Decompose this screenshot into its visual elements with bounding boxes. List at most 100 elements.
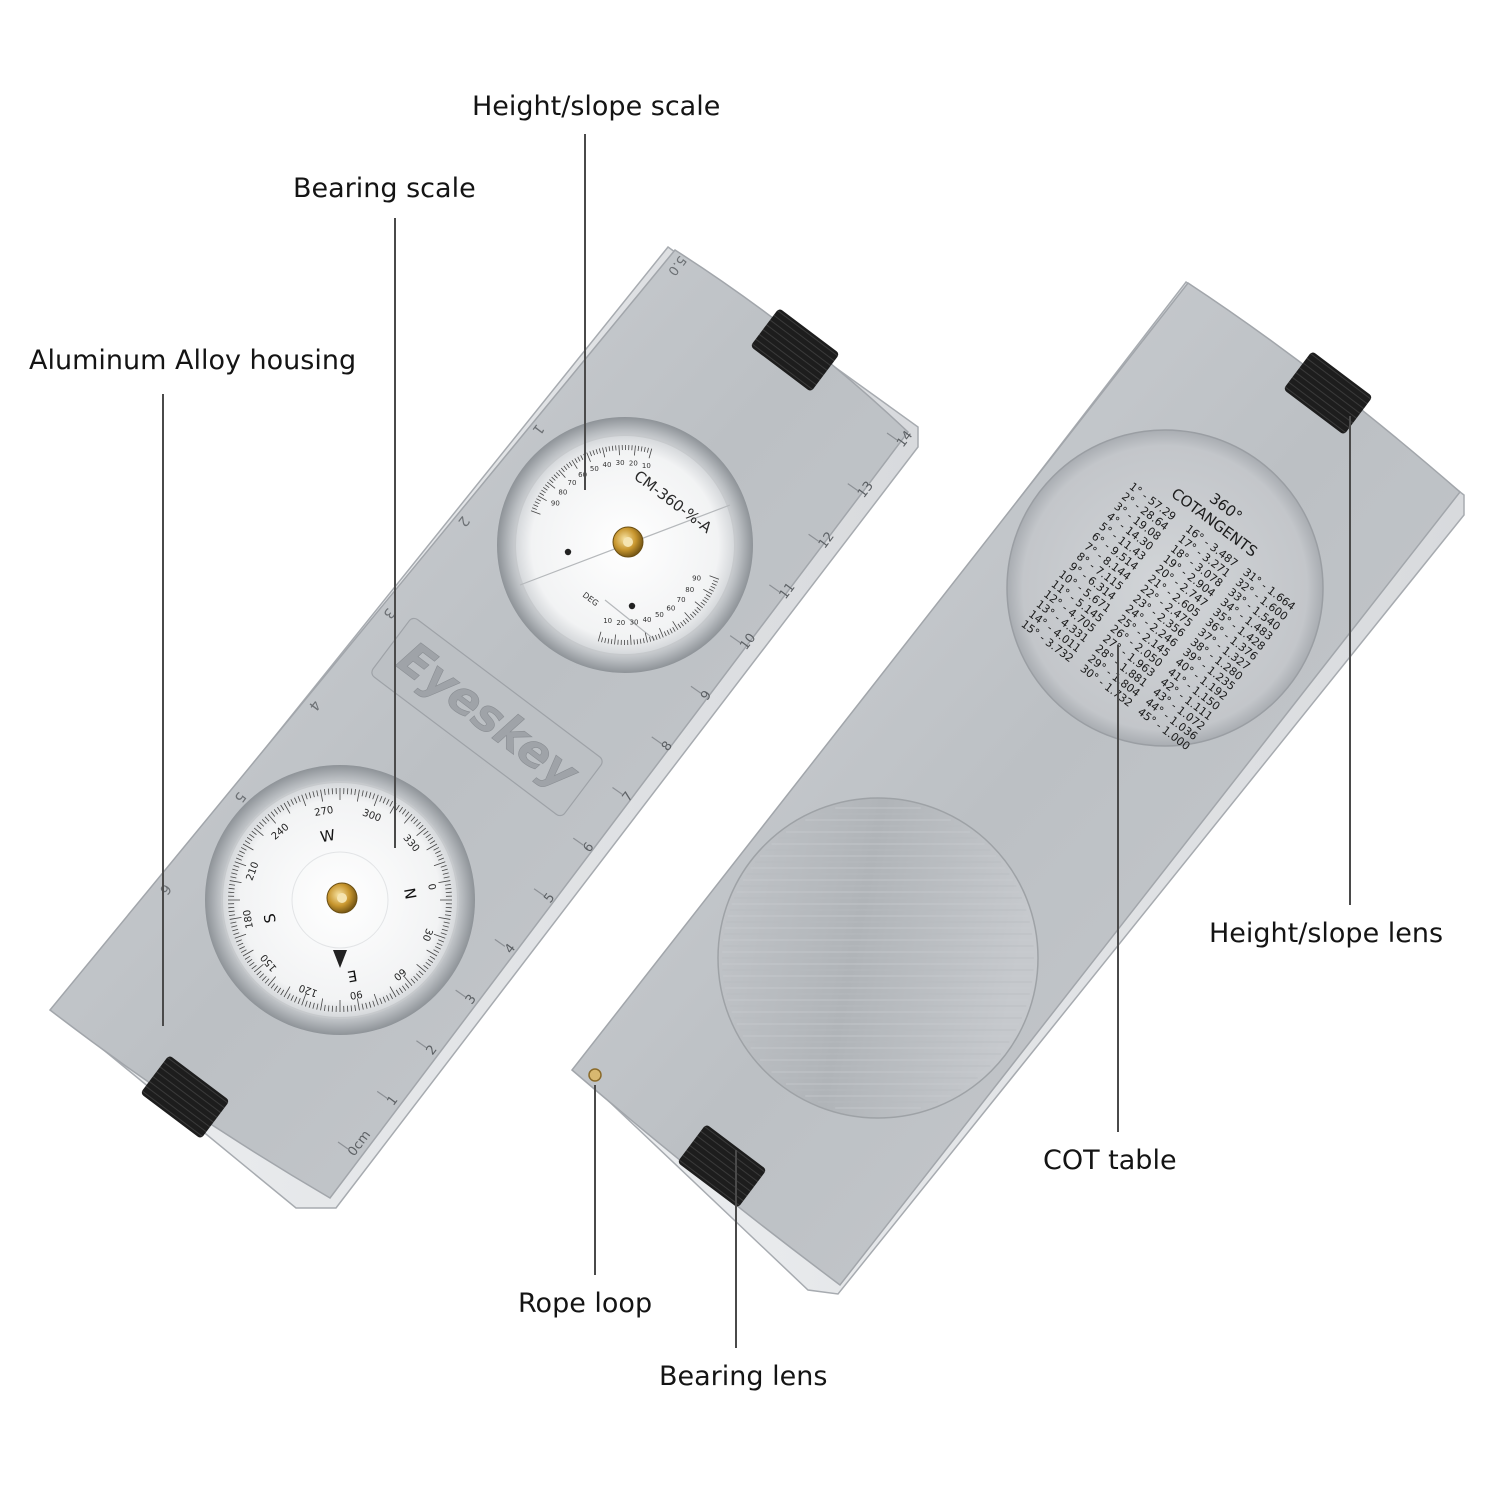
compass-tick [239,946,245,950]
clinometer-tick [710,585,716,589]
compass-tick [249,833,255,839]
clinometer-tick [563,465,568,471]
compass-tick [267,813,277,824]
leader-height-slope-scale [584,134,586,490]
rope-loop-hole[interactable] [588,1068,602,1082]
compass-tick [365,1002,368,1009]
compass-tick [231,925,238,928]
callout-height-slope-scale: Height/slope scale [472,91,721,122]
compass-tick [436,854,443,858]
clinometer-dot-left [564,548,572,556]
clinometer-tick [558,469,566,478]
clinometer-tick [598,448,601,454]
compass-tick [230,876,237,879]
clinometer-tick [644,632,648,643]
compass-tick [386,995,390,1001]
compass-tick [327,788,330,795]
compass-tick [327,1005,330,1012]
compass-tick [264,978,270,984]
compass-tick [229,884,236,886]
clinometer-tick [589,451,592,457]
clinometer-tick [672,626,676,632]
callout-rope-loop: Rope loop [518,1288,653,1319]
brush-lines [722,807,1034,1109]
clinometer-tick [694,609,699,614]
clinometer-tick [700,601,705,606]
compass-tick [253,827,264,837]
clinometer-tick [663,631,667,637]
bearing-lens-knob[interactable] [677,1124,767,1208]
front-bottom-knob[interactable] [140,1055,230,1139]
clinometer-tick [702,599,707,603]
compass-tick [301,993,307,1006]
callout-height-slope-lens: Height/slope lens [1209,918,1444,949]
clinometer-tick [634,445,636,456]
compass-tick [312,1002,315,1009]
front-top-knob[interactable] [750,308,840,392]
clinometer-tick [652,635,655,641]
clinometer-pct-label: 30 [616,459,625,467]
compass-tick [423,964,429,970]
ruler-cm-tick [416,1040,427,1049]
height-slope-lens-knob[interactable] [1283,351,1373,435]
compass-tick [379,796,383,802]
compass-tick [403,813,413,824]
compass-tick [324,789,326,796]
ruler-cm-tick [533,888,545,897]
brand-plate [371,617,603,817]
leader-bearing-scale [394,218,396,848]
compass-tick [410,978,416,984]
clinometer-tick [669,628,673,634]
compass-tick [230,921,237,924]
compass-tick [256,824,262,830]
clinometer-tick [568,461,573,467]
compass-tick [261,819,267,825]
compass-tick [382,797,386,804]
compass-tick [280,989,285,996]
clinometer-tick [592,450,595,456]
compass-tick [253,963,264,973]
clinometer-deg-tick-label: 70 [677,596,686,604]
compass-tick [264,816,270,822]
clinometer-tick [677,623,682,629]
compass-tick [305,1000,308,1007]
north-arrow-icon [333,950,347,968]
compass-tick [259,821,265,827]
clinometer-tick [704,596,709,601]
compass-tick [301,794,307,807]
clinometer-pct-label: 70 [568,479,577,487]
clinometer-tick [685,617,690,623]
compass-tick [435,850,441,854]
clinometer-tick [549,479,554,484]
compass-tick [429,955,436,960]
compass-tick [240,847,247,851]
compass-tick [427,958,434,963]
compass-tick [426,843,438,851]
clinometer-tick [586,452,591,463]
clinometer-tick [608,446,611,452]
clinometer-tick [684,612,692,621]
clinometer-pct-label: 90 [551,500,560,508]
compass-tick [249,961,255,967]
compass-tick [259,973,265,979]
clinometer-deg-tick-label: 50 [655,611,664,619]
compass-tick [270,811,276,817]
compass-degree-label: 180 [242,909,256,930]
compass-tick [418,970,424,976]
compass-tick [308,1001,312,1008]
compass-tick [413,819,419,825]
callout-bearing-scale: Bearing scale [293,173,476,204]
compass-tick [316,1003,319,1010]
ruler-cm-tick [808,533,819,542]
compass-tick [287,993,291,1000]
callout-cot-table: COT table [1043,1145,1177,1176]
compass-ticks [228,788,452,1012]
compass-tick [410,816,416,822]
compass-tick [256,970,262,976]
compass-tick [251,964,257,970]
clinometer-pct-label: 50 [590,465,599,473]
ruler-cm-tick [651,736,663,745]
clinometer-tick [703,588,713,595]
clinometer-tick [597,631,602,642]
compass-tick [231,872,238,875]
